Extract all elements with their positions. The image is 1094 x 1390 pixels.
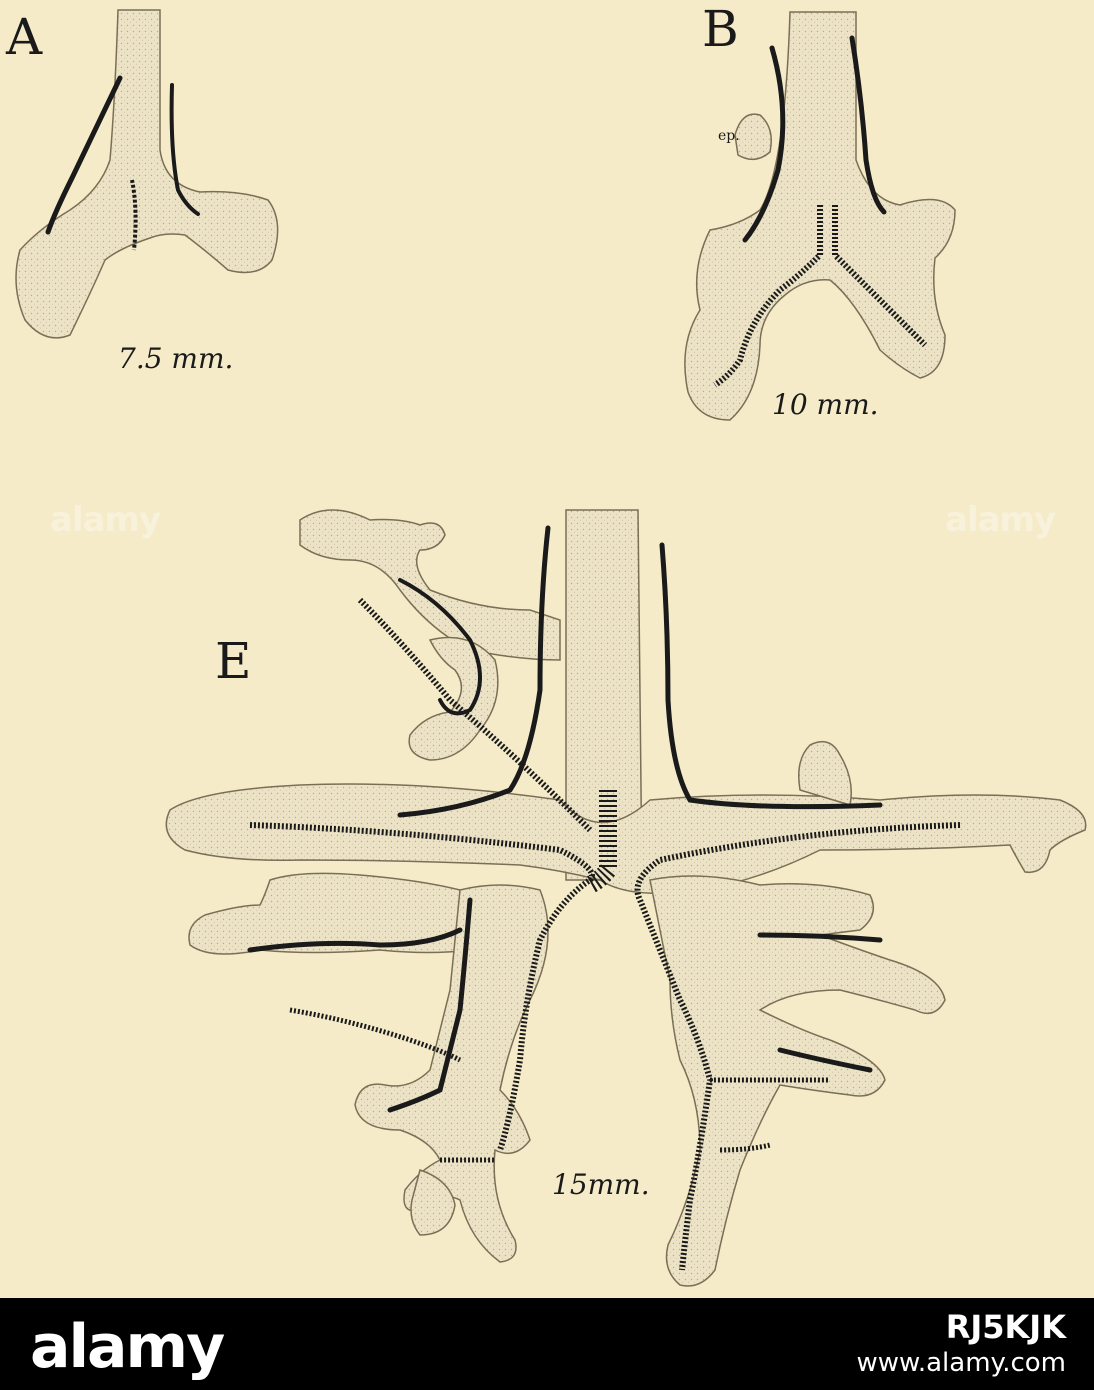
panel-b-drawing xyxy=(684,11,956,421)
scale-label-b: 10 mm. xyxy=(772,388,879,421)
brand-logo: alamy xyxy=(30,1312,225,1382)
panel-label-e: E xyxy=(215,632,252,690)
panel-label-b: B xyxy=(702,0,739,58)
panel-a-drawing xyxy=(15,9,279,339)
panel-label-a: A xyxy=(6,8,43,66)
watermark-right: alamy xyxy=(945,500,1056,540)
figure-plate: A B E 7.5 mm. 10 mm. 15mm. ep. alamy ala… xyxy=(6,0,1087,1287)
lung-bud-illustration xyxy=(15,9,1087,1287)
scale-label-e: 15mm. xyxy=(552,1168,650,1201)
panel-e-drawing xyxy=(165,509,1087,1287)
annotation-ep: ep. xyxy=(718,128,740,144)
footer-bar: alamy RJ5KJK www.alamy.com xyxy=(0,1298,1094,1390)
image-id: RJ5KJK xyxy=(945,1308,1066,1346)
site-url: www.alamy.com xyxy=(856,1348,1066,1378)
watermark-left: alamy xyxy=(50,500,161,540)
scale-label-a: 7.5 mm. xyxy=(118,342,234,375)
